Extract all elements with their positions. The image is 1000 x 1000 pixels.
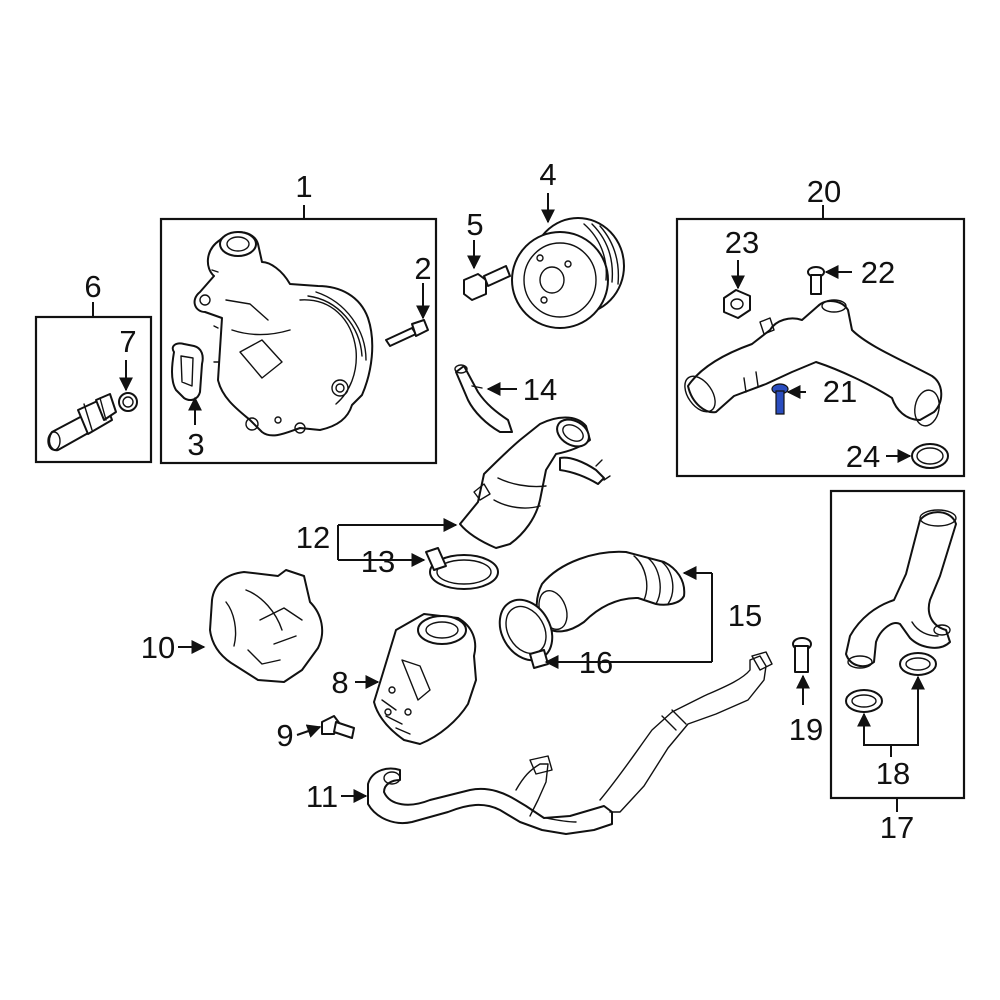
- callout-13: 13: [361, 544, 395, 579]
- callout-17: 17: [880, 810, 914, 845]
- housing-part-10[interactable]: [209, 569, 324, 683]
- nut-part-23[interactable]: [723, 289, 751, 319]
- callout-12: 12: [296, 520, 330, 555]
- sensor-part-6[interactable]: [47, 393, 117, 452]
- bolt-part-22[interactable]: [807, 266, 825, 295]
- callout-16: 16: [579, 645, 613, 680]
- callout-22: 22: [861, 255, 895, 290]
- thermostat-housing-part-8[interactable]: [373, 613, 477, 745]
- callout-8: 8: [331, 665, 348, 700]
- o-ring-part-7[interactable]: [118, 392, 138, 412]
- callout-21: 21: [823, 374, 857, 409]
- callout-7: 7: [119, 324, 136, 359]
- callout-5: 5: [466, 207, 483, 242]
- callout-20: 20: [807, 174, 841, 209]
- callout-14: 14: [523, 372, 557, 407]
- clamp-part-13[interactable]: [425, 547, 499, 590]
- tube-part-17[interactable]: [845, 509, 957, 669]
- callout-2: 2: [414, 251, 431, 286]
- o-ring-part-18-lower[interactable]: [845, 689, 883, 713]
- outlet-part-12[interactable]: [459, 414, 611, 549]
- callout-4: 4: [539, 157, 556, 192]
- gasket-part-3[interactable]: [171, 342, 204, 401]
- callout-15: 15: [728, 598, 762, 633]
- water-pump-assembly[interactable]: [193, 231, 374, 437]
- callout-11: 11: [306, 779, 338, 814]
- bolt-part-9[interactable]: [321, 715, 355, 739]
- callout-24: 24: [846, 439, 880, 474]
- bolt-part-21-highlighted[interactable]: [771, 383, 789, 415]
- group-box-1: [159, 217, 438, 465]
- bolt-part-5[interactable]: [463, 265, 511, 301]
- bolt-part-19[interactable]: [792, 637, 812, 673]
- callout-18: 18: [876, 756, 910, 791]
- hose-part-15[interactable]: [534, 550, 686, 633]
- callout-9: 9: [276, 718, 293, 753]
- group-box-20: [675, 217, 966, 478]
- tube-assembly-part-20[interactable]: [679, 299, 943, 428]
- callout-23: 23: [725, 225, 759, 260]
- bolt-part-2[interactable]: [385, 319, 429, 347]
- callout-6: 6: [84, 269, 101, 304]
- o-ring-part-18-upper[interactable]: [899, 652, 937, 676]
- callout-3: 3: [187, 427, 204, 462]
- o-ring-part-24[interactable]: [911, 443, 949, 469]
- callout-labels: 1 2 3 4 5 6 7 8 9 10 11 12 13 14 15 16 1…: [84, 157, 914, 845]
- pulley-part-4[interactable]: [511, 217, 625, 329]
- leader-lines: [92, 193, 925, 812]
- callout-10: 10: [141, 630, 175, 665]
- callout-19: 19: [789, 712, 823, 747]
- callout-1: 1: [295, 169, 312, 204]
- hose-line-part-11[interactable]: [367, 651, 773, 835]
- hose-part-14[interactable]: [454, 364, 513, 433]
